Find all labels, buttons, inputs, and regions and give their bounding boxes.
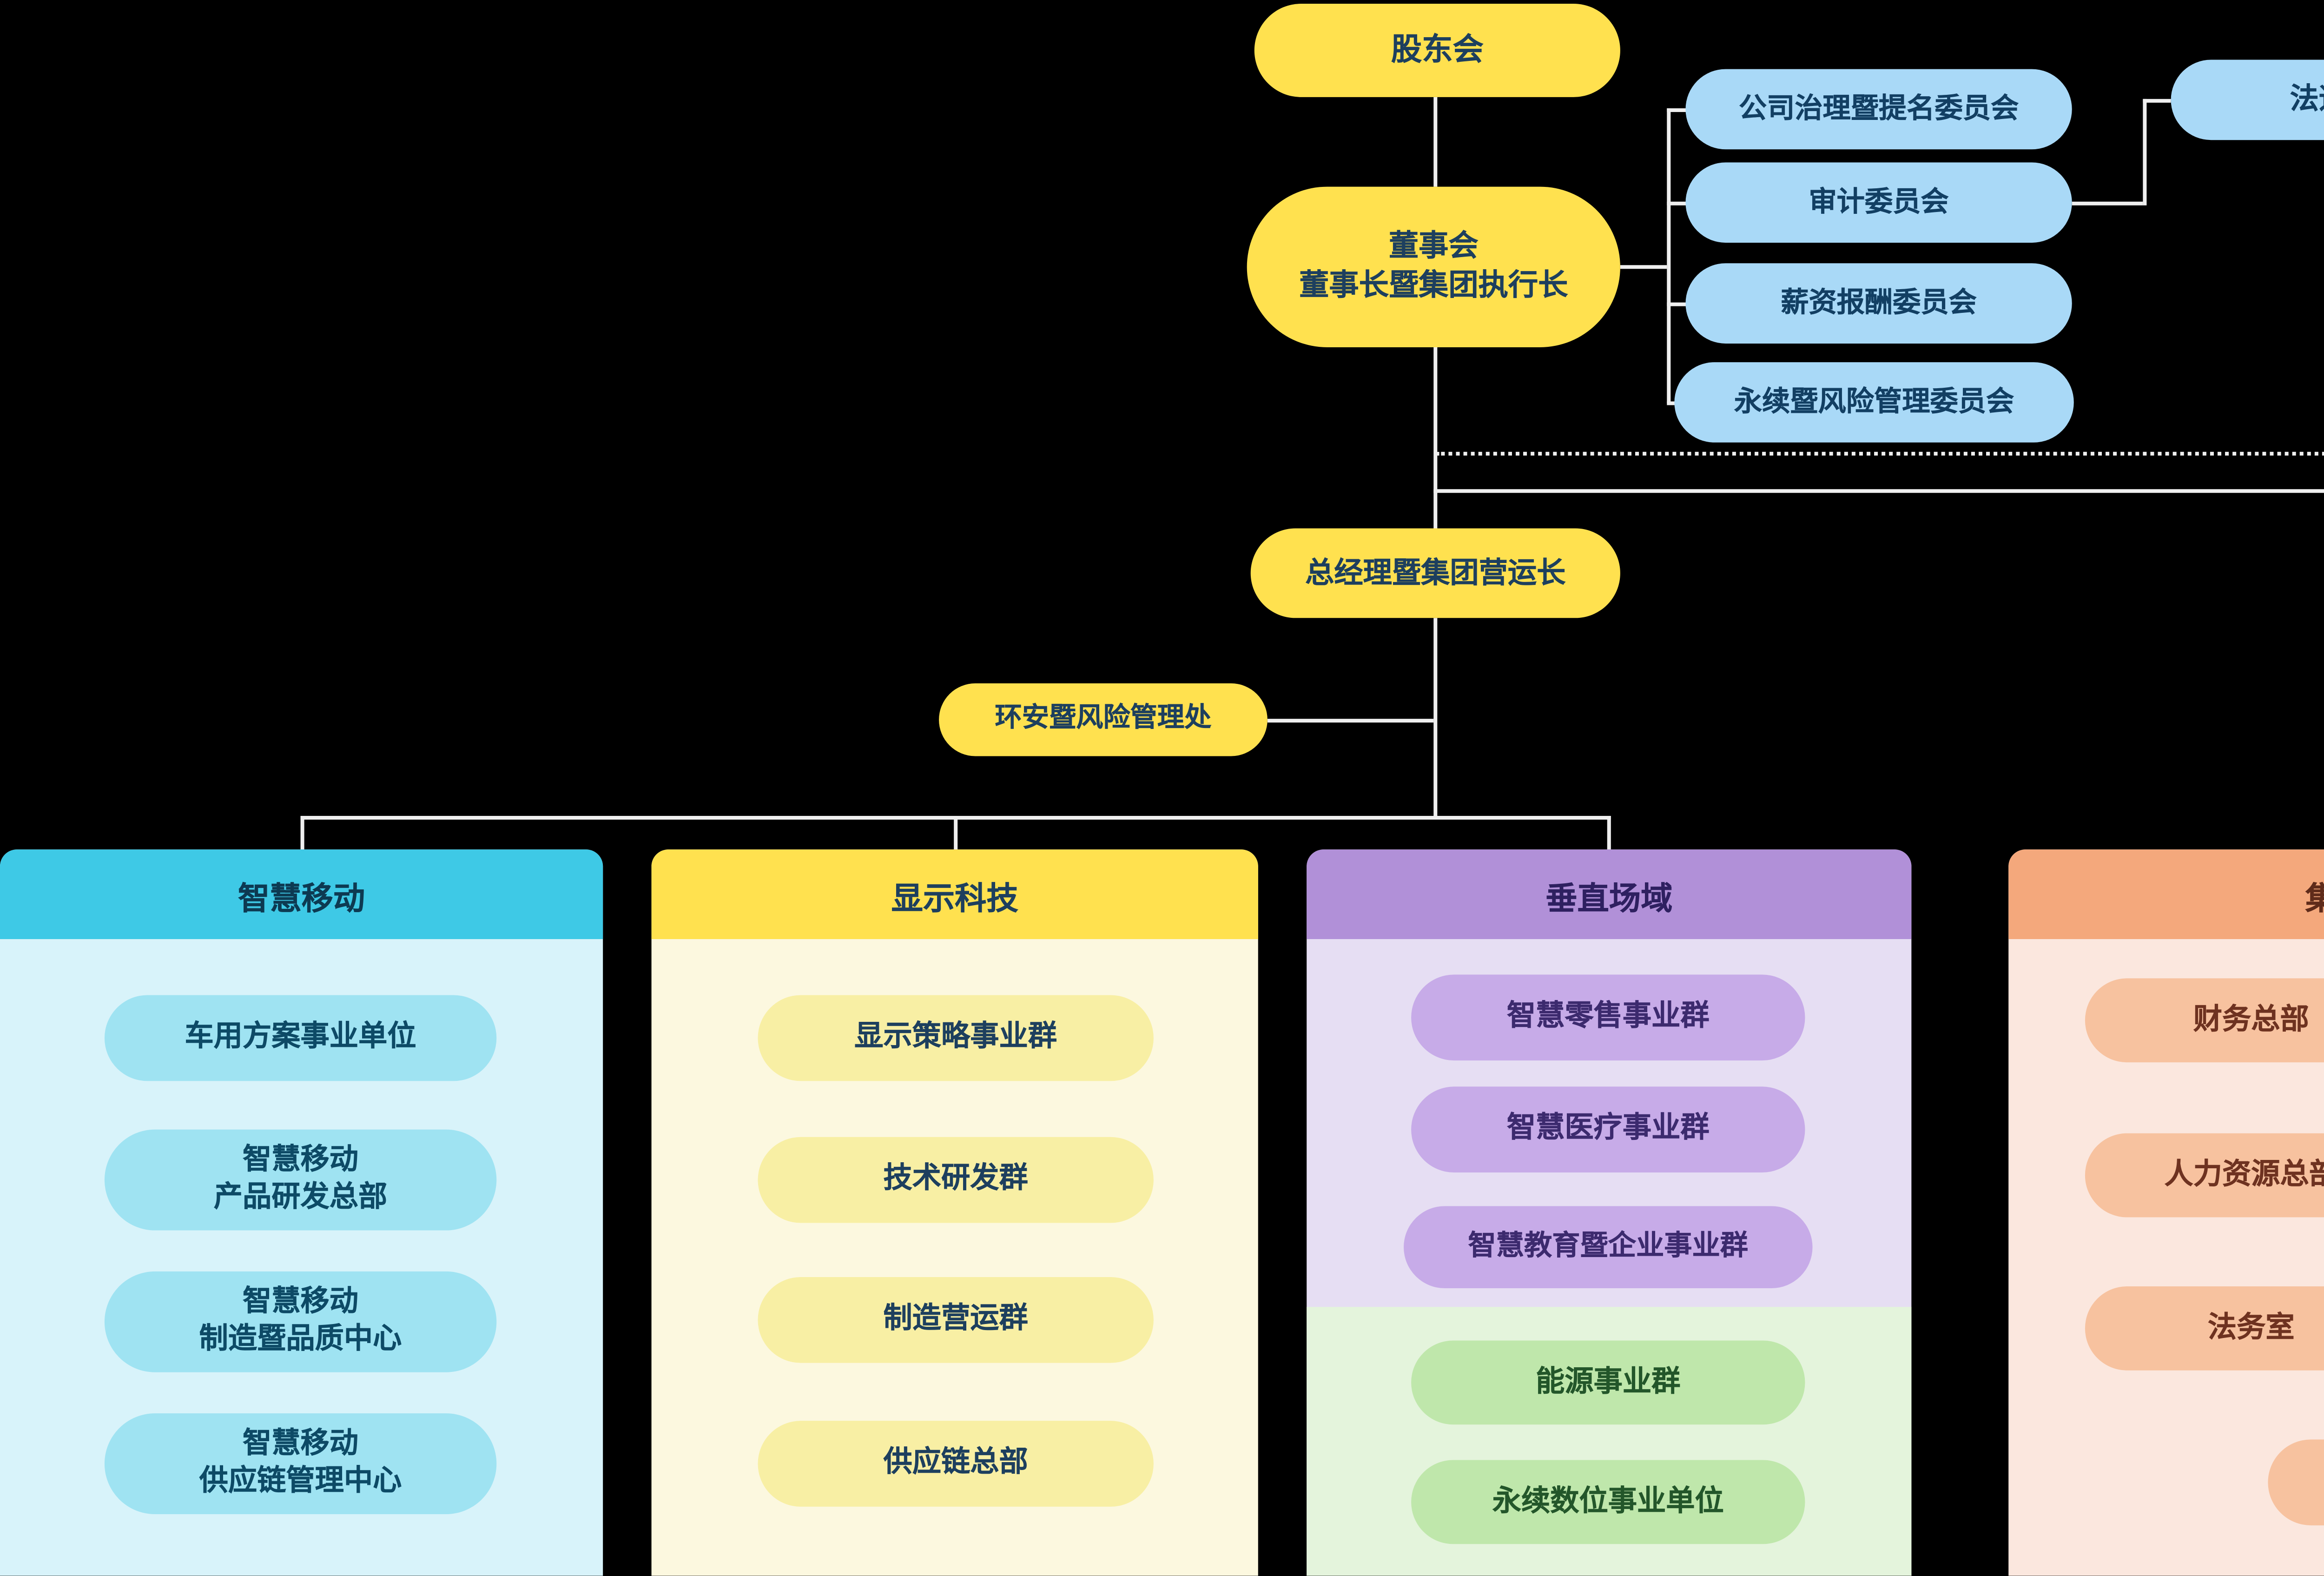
unit-audit-office: 稽核管理处: [2268, 1439, 2324, 1526]
unit-label-line: 智慧移动: [243, 1143, 359, 1177]
connector-solid: [1433, 97, 1438, 187]
connector-solid: [1607, 815, 1611, 850]
unit-label-line: 制造暨品质中心: [199, 1322, 402, 1356]
unit-label-line: 供应链管理中心: [199, 1463, 402, 1497]
unit-mobility-mfg-quality: 智慧移动 制造暨品质中心: [104, 1271, 497, 1372]
unit-automotive-solutions: 车用方案事业单位: [104, 995, 497, 1081]
committee-label: 薪资报酬委员会: [1781, 285, 1977, 319]
node-president-coo: 总经理暨集团营运长: [1250, 528, 1620, 618]
connector-solid: [954, 815, 958, 850]
unit-tech-rnd: 技术研发群: [758, 1137, 1154, 1223]
node-board-line2: 董事长暨集团执行长: [1299, 267, 1568, 303]
connector-solid: [1667, 108, 1690, 112]
division-smart-mobility: 智慧移动 车用方案事业单位 智慧移动 产品研发总部 智慧移动 制造暨品质中心 智…: [0, 849, 603, 1576]
connector-solid: [2143, 99, 2147, 205]
connector-solid: [1667, 201, 1690, 205]
connector-solid: [1433, 347, 1438, 529]
connector-solid: [2072, 201, 2143, 205]
division-title: 显示科技: [891, 880, 1018, 918]
node-chief-compliance: 法遵总顾问: [2171, 60, 2324, 140]
node-chief-compliance-label: 法遵总顾问: [2290, 83, 2324, 117]
connector-solid: [1667, 302, 1690, 306]
committee-sustainability-risk: 永续暨风险管理委员会: [1674, 362, 2074, 443]
unit-mobility-product-rnd: 智慧移动 产品研发总部: [104, 1129, 497, 1231]
committee-compensation: 薪资报酬委员会: [1685, 263, 2072, 344]
unit-label-line: 产品研发总部: [213, 1180, 388, 1214]
division-group-support-header: 集团营运支援单位: [2008, 849, 2324, 940]
division-smart-mobility-header: 智慧移动: [0, 849, 603, 940]
connector-solid: [1433, 489, 2324, 493]
division-title: 智慧移动: [238, 880, 365, 918]
unit-smart-education-enterprise: 智慧教育暨企业事业群: [1404, 1206, 1813, 1289]
committee-audit: 审计委员会: [1685, 162, 2072, 243]
unit-sustainable-digital: 永续数位事业单位: [1411, 1460, 1805, 1544]
committee-label: 永续暨风险管理委员会: [1734, 384, 2014, 418]
connector-solid: [2143, 99, 2171, 103]
unit-legal-office: 法务室: [2085, 1286, 2324, 1371]
connector-solid: [1433, 618, 1438, 816]
unit-finance-hq: 财务总部: [2085, 978, 2324, 1063]
node-board-line1: 董事会: [1388, 228, 1479, 264]
unit-mfg-operations: 制造营运群: [758, 1277, 1154, 1363]
unit-display-strategy: 显示策略事业群: [758, 995, 1154, 1081]
unit-label-line: 智慧移动: [243, 1285, 359, 1318]
unit-hr-hq: 人力资源总部: [2085, 1133, 2324, 1218]
node-board: 董事会 董事长暨集团执行长: [1247, 186, 1620, 347]
connector-solid: [300, 815, 304, 850]
unit-energy: 能源事业群: [1411, 1340, 1805, 1425]
unit-supply-chain-hq: 供应链总部: [758, 1421, 1154, 1507]
division-title: 垂直场域: [1545, 880, 1673, 918]
connector-solid: [1267, 719, 1434, 723]
unit-smart-medical: 智慧医疗事业群: [1411, 1086, 1805, 1173]
division-group-support: 集团营运支援单位 财务总部 数位技术发展总部 人力资源总部 永续发展总部 法务室…: [2008, 849, 2324, 1576]
division-vertical-domains-header: 垂直场域: [1307, 849, 1912, 940]
committee-label: 审计委员会: [1809, 184, 1949, 218]
division-vertical-domains: 垂直场域 智慧零售事业群 智慧医疗事业群 智慧教育暨企业事业群 能源事业群 永续…: [1307, 849, 1912, 1576]
node-esh-risk-office-label: 环安暨风险管理处: [995, 704, 1212, 734]
division-display-tech: 显示科技 显示策略事业群 技术研发群 制造营运群 供应链总部: [651, 849, 1258, 1576]
committee-label: 公司治理暨提名委员会: [1738, 91, 2019, 125]
node-president-coo-label: 总经理暨集团营运长: [1305, 556, 1566, 590]
division-display-tech-header: 显示科技: [651, 849, 1258, 940]
node-shareholders: 股东会: [1254, 4, 1620, 97]
connector-solid: [1667, 108, 1671, 404]
connector-solid: [1620, 265, 1667, 269]
node-shareholders-label: 股东会: [1391, 32, 1484, 68]
division-title: 集团营运支援单位: [2305, 871, 2324, 918]
connector-dotted: [1435, 451, 2324, 456]
committee-governance-nomination: 公司治理暨提名委员会: [1685, 69, 2072, 150]
unit-label-line: 智慧移动: [243, 1426, 359, 1461]
node-esh-risk-office: 环安暨风险管理处: [939, 683, 1268, 756]
unit-mobility-supply-chain: 智慧移动 供应链管理中心: [104, 1413, 497, 1514]
unit-smart-retail: 智慧零售事业群: [1411, 974, 1805, 1061]
